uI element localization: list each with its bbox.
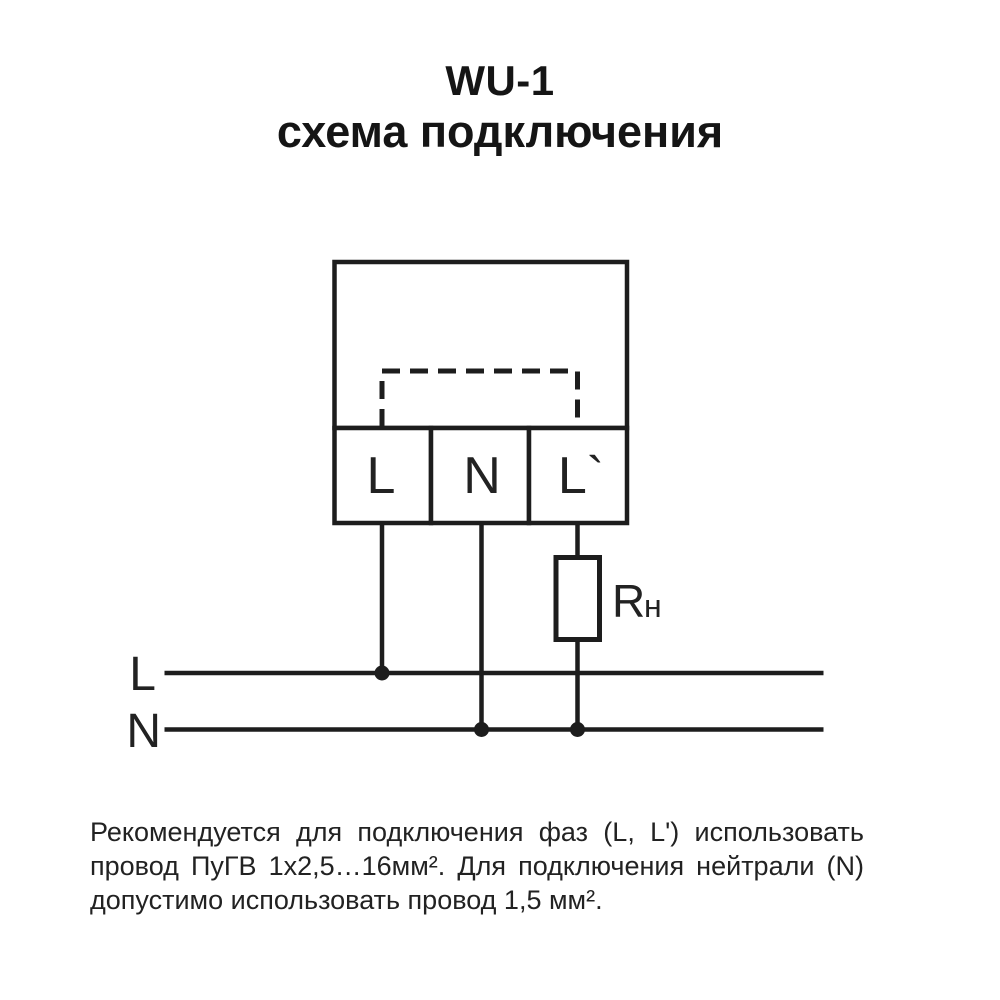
terminal-label-l: L	[367, 447, 396, 505]
terminal-label-l-prime: L`	[558, 447, 604, 505]
neutral-bus-label: N	[126, 705, 161, 758]
load-label-symbol: R	[612, 575, 645, 627]
internal-connection-dashed	[379, 368, 580, 427]
load-label-subscript: н	[644, 588, 662, 624]
wiring-note-line: допустимо использовать провод 1,5 мм².	[90, 885, 603, 915]
load-resistor	[553, 555, 602, 642]
junction-dot-l	[374, 665, 390, 681]
page-title: WU-1	[445, 57, 555, 104]
terminal-box-n	[428, 425, 532, 526]
page-subtitle: схема подключения	[276, 106, 724, 157]
wiring-note-line: Рекомендуется для подключения фаз (L, L'…	[90, 817, 864, 847]
wiring-note: Рекомендуется для подключения фаз (L, L'…	[90, 815, 864, 917]
junction-dot-l-prime	[570, 722, 585, 737]
terminal-box-l-prime	[526, 425, 630, 526]
terminal-label-n: N	[463, 447, 501, 505]
wiring-note-line: провод ПуГВ 1х2,5…16мм². Для подключения…	[90, 851, 864, 881]
device-body	[332, 259, 630, 431]
phase-bus-label: L	[129, 648, 156, 701]
junction-dot-n	[474, 722, 489, 737]
terminal-box-l	[332, 425, 434, 526]
